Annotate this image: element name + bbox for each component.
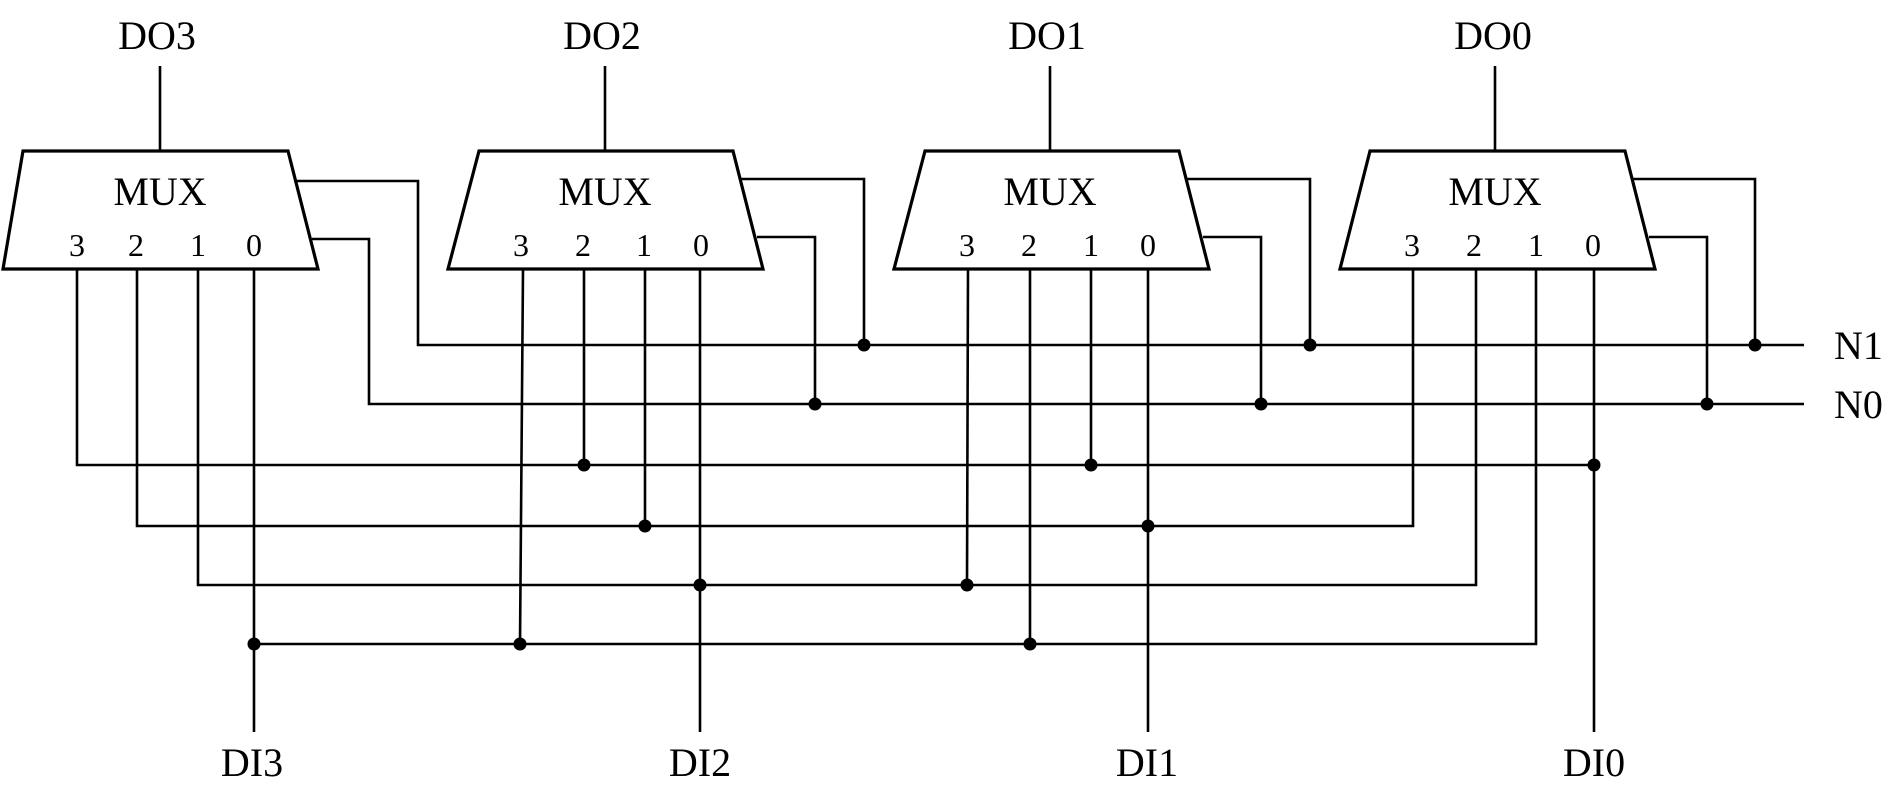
mux-pin-2: 2 [575,227,591,263]
mux-body [1337,149,1658,271]
junction-dot [808,397,822,411]
mux-pin-1: 1 [190,227,206,263]
junction-dot [638,519,652,533]
bus-line-585 [196,268,1478,592]
select-tap [1203,235,1263,404]
select-label-n0: N0 [1834,382,1883,427]
bus-wire [135,269,1415,528]
output-label-do0: DO0 [1454,13,1532,58]
mux-title: MUX [113,169,206,214]
mux-pin-2: 2 [1466,227,1482,263]
input-label-di3: DI3 [221,740,283,785]
mux-block-1: MUX 3 2 1 0 [891,149,1212,271]
input-label-di2: DI2 [669,740,731,785]
mux-title: MUX [558,169,651,214]
junction-dot [1700,397,1714,411]
pin-drop [965,268,970,586]
select-tap [1631,177,1757,345]
bus-line-465 [75,269,1601,472]
junction-dot [857,338,871,352]
select-tap [739,177,866,345]
junction-dot [1303,338,1317,352]
mux-pin-1: 1 [636,227,652,263]
mux-body [445,149,766,271]
select-line-n0: N0 [312,235,1883,427]
junction-dot [1023,637,1037,651]
mux-title: MUX [1003,169,1096,214]
select-wire [294,179,1804,347]
junction-dot [1254,397,1268,411]
bus-line-644 [247,268,1538,651]
input-label-di1: DI1 [1116,740,1178,785]
select-wire [312,237,1804,406]
mux-pin-1: 1 [1528,227,1544,263]
mux-block-2: MUX 3 2 1 0 [445,149,766,271]
mux-pin-3: 3 [513,227,529,263]
mux-pin-2: 2 [1021,227,1037,263]
select-tap [1649,235,1709,404]
bus-wire [75,269,1594,467]
junction-dot [577,458,591,472]
mux-pin-3: 3 [69,227,85,263]
mux-body [1,149,321,271]
select-tap [757,235,817,404]
mux-pin-1: 1 [1083,227,1099,263]
mux-pin-0: 0 [246,227,262,263]
output-label-do2: DO2 [563,13,641,58]
bus-line-526 [135,269,1415,533]
mux-pin-3: 3 [1404,227,1420,263]
bus-wire [196,269,1478,587]
mux-block-0: MUX 3 2 1 0 [1337,149,1658,271]
pin-drop [518,268,525,645]
mux-pin-0: 0 [1140,227,1156,263]
junction-dot [1748,338,1762,352]
output-label-do1: DO1 [1008,13,1086,58]
junction-dot [1084,458,1098,472]
mux-pin-0: 0 [693,227,709,263]
mux-block-3: MUX 3 2 1 0 [1,149,321,271]
mux-pin-2: 2 [128,227,144,263]
select-label-n1: N1 [1834,323,1883,368]
junction-dot [960,578,974,592]
mux-title: MUX [1448,169,1541,214]
mux-pin-3: 3 [959,227,975,263]
output-label-do3: DO3 [118,13,196,58]
junction-dot [513,637,527,651]
mux-pin-0: 0 [1585,227,1601,263]
bus-wire [254,269,1538,646]
input-label-di0: DI0 [1563,740,1625,785]
select-tap [1185,177,1312,345]
mux-body [891,149,1212,271]
select-line-n1: N1 [294,177,1883,368]
